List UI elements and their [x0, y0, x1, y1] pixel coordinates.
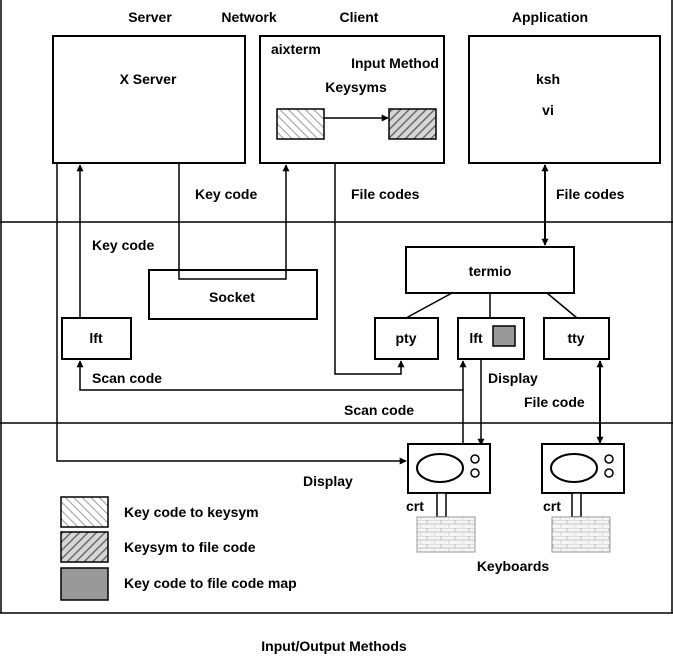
- pty-box: [374, 317, 439, 360]
- crt-left-knob-bottom: [470, 468, 480, 478]
- label-key-code-left: Key code: [92, 237, 154, 253]
- keysym-target-hatch: [388, 108, 437, 140]
- legend-swatch-key-code-to-keysym: [60, 496, 109, 528]
- terminal-right: crt: [541, 443, 625, 553]
- termio-connectors: [405, 292, 578, 319]
- crt-right-knob-top: [604, 454, 614, 464]
- connectors: [56, 163, 604, 465]
- legend-swatch-key-code-to-file-code-map: [60, 567, 109, 601]
- label-scan-code-left: Scan code: [92, 370, 162, 386]
- terminal-left: crt: [406, 443, 491, 553]
- label-display-mid: Display: [488, 370, 538, 386]
- label-key-code-top: Key code: [195, 186, 257, 202]
- aixterm-box: [259, 35, 445, 164]
- keyboards-label: Keyboards: [477, 558, 550, 574]
- frame: [0, 0, 673, 614]
- termio-label: termio: [469, 263, 512, 279]
- pty-label: pty: [396, 330, 417, 346]
- label-file-codes-client: File codes: [351, 186, 420, 202]
- lft-left-label: lft: [89, 330, 103, 346]
- crt-left-label: crt: [406, 498, 424, 514]
- x-server-box: [52, 35, 246, 164]
- keysym-source-hatch: [276, 108, 325, 140]
- x-server-label: X Server: [120, 71, 177, 87]
- socket-box: [148, 269, 318, 320]
- keyboard-right: [551, 516, 611, 553]
- aixterm-label: aixterm: [271, 41, 321, 57]
- lft-left-box: [61, 317, 132, 360]
- socket-label: Socket: [209, 289, 255, 305]
- legend: Key code to keysym Keysym to file code K…: [60, 496, 297, 601]
- tty-label: tty: [567, 330, 584, 346]
- termio-box: [405, 246, 575, 294]
- column-header-client: Client: [340, 9, 379, 25]
- tty-box: [543, 317, 610, 360]
- label-file-codes-app: File codes: [556, 186, 625, 202]
- label-file-code-right: File code: [524, 394, 585, 410]
- legend-label-keysym-to-file-code: Keysym to file code: [124, 539, 256, 555]
- crt-left-knob-top: [470, 454, 480, 464]
- crt-right-stand: [571, 492, 582, 518]
- crt-left-stand: [436, 492, 447, 518]
- legend-label-key-code-to-keysym: Key code to keysym: [124, 504, 259, 520]
- keyboard-left: [416, 516, 476, 553]
- lft-mid-label: lft: [469, 330, 483, 346]
- column-header-server: Server: [128, 9, 172, 25]
- keysyms-label: Keysyms: [325, 79, 387, 95]
- legend-swatch-keysym-to-file-code: [60, 531, 109, 563]
- vi-label: vi: [542, 102, 554, 118]
- crt-right-label: crt: [543, 498, 561, 514]
- crt-right-screen: [550, 453, 598, 483]
- ksh-vi-box: [468, 35, 661, 164]
- legend-label-key-code-to-file-code-map: Key code to file code map: [124, 575, 297, 591]
- column-header-application: Application: [512, 9, 588, 25]
- label-scan-code-mid: Scan code: [344, 402, 414, 418]
- label-display-bottom: Display: [303, 473, 353, 489]
- crt-left-screen: [416, 453, 464, 483]
- crt-right-knob-bottom: [604, 468, 614, 478]
- diagram-caption: Input/Output Methods: [261, 638, 407, 654]
- lft-mid-map-swatch: [492, 325, 516, 347]
- input-method-label: Input Method: [351, 55, 439, 71]
- column-header-network: Network: [221, 9, 276, 25]
- ksh-label: ksh: [536, 71, 560, 87]
